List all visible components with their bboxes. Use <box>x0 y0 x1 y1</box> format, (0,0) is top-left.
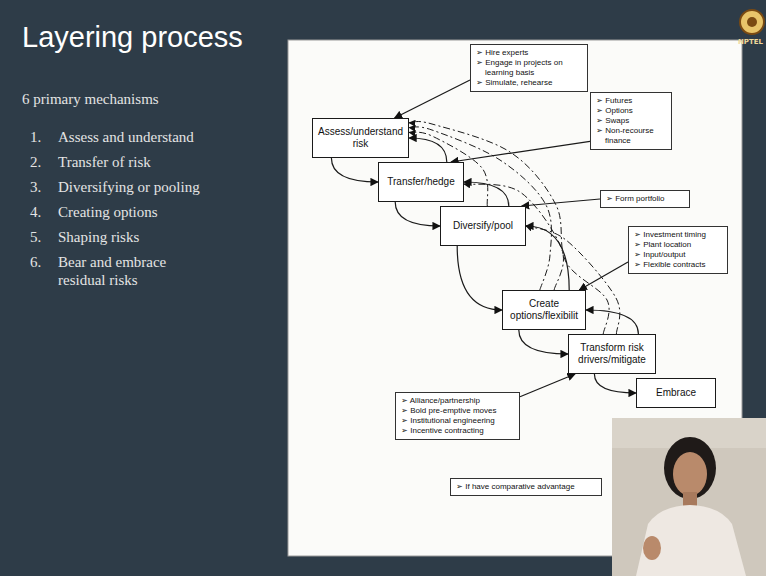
callout-box: ➢ Investment timing➢ Plant location➢ Inp… <box>628 226 728 274</box>
flow-arrow <box>409 138 447 162</box>
lecturer-hair <box>664 437 716 499</box>
lecturer-shirt <box>636 505 746 576</box>
list-item: Creating options <box>58 203 278 221</box>
lecturer-face <box>673 452 707 496</box>
list-number: 1. <box>30 128 56 146</box>
flow-arrow <box>464 182 509 206</box>
mechanism-box: Transfer/hedge <box>378 162 464 202</box>
box-text: ➢ Options <box>596 106 666 116</box>
list-number: 4. <box>30 203 56 221</box>
box-text: ➢ Swaps <box>596 116 666 126</box>
flow-arrow <box>451 141 590 162</box>
box-text: ➢ Input/output <box>634 250 722 260</box>
box-text: ➢ Simulate, rehearse <box>476 78 582 88</box>
flow-arrow <box>395 202 440 226</box>
box-text: ➢ If have comparative advantage <box>456 482 596 492</box>
mechanism-box: Embrace <box>636 378 716 408</box>
mechanism-box: Transform risk drivers/mitigate <box>568 334 656 374</box>
callout-box: ➢ Form portfolio <box>600 190 690 208</box>
list-number: 5. <box>30 228 56 246</box>
box-text: Transform risk drivers/mitigate <box>574 342 650 366</box>
callout-box: ➢ If have comparative advantage <box>450 478 602 496</box>
flow-arrow <box>457 246 502 310</box>
logo-centre <box>747 17 757 27</box>
box-text: Assess/understand risk <box>318 126 403 150</box>
callout-box: ➢ Hire experts➢ Engage in projects on le… <box>470 44 588 92</box>
diagram-panel <box>288 40 742 556</box>
feedback-arrow <box>409 127 551 290</box>
box-text: ➢ Futures <box>596 96 666 106</box>
box-text: ➢ Flexible contracts <box>634 260 722 270</box>
box-text: ➢ Engage in projects on learning basis <box>476 58 582 78</box>
box-text: Transfer/hedge <box>384 176 458 188</box>
lecturer-video <box>612 418 766 576</box>
video-background <box>612 418 766 576</box>
box-text: ➢ Institutional engineering <box>401 416 514 426</box>
flow-arrow <box>519 330 568 354</box>
flow-arrow <box>594 374 636 393</box>
box-text: ➢ Investment timing <box>634 230 722 240</box>
mechanism-box: Assess/understand risk <box>312 118 409 158</box>
lecturer-hand <box>643 536 661 560</box>
flow-arrow <box>331 158 378 182</box>
flow-arrow <box>586 310 638 334</box>
box-text: ➢ Hire experts <box>476 48 582 58</box>
logo-emblem <box>740 10 764 34</box>
list-item: Bear and embrace residual risks <box>58 253 208 289</box>
box-text: Diversify/pool <box>446 220 520 232</box>
flow-arrow <box>526 226 569 290</box>
flow-arrow <box>579 262 628 290</box>
list-number: 6. <box>30 253 56 271</box>
list-item: Transfer of risk <box>58 153 278 171</box>
box-text: Embrace <box>642 387 710 399</box>
list-item: Assess and understand <box>58 128 278 146</box>
box-text: ➢ Alliance/partnership <box>401 396 514 406</box>
list-number: 2. <box>30 153 56 171</box>
mechanism-box: Diversify/pool <box>440 206 526 246</box>
subtitle: 6 primary mechanisms <box>22 90 282 108</box>
list-item: Diversifying or pooling <box>58 178 278 196</box>
box-text: Create options/flexibilit <box>508 298 580 322</box>
box-text: ➢ Form portfolio <box>606 194 684 204</box>
feedback-arrow <box>409 122 609 334</box>
box-text: ➢ Plant location <box>634 240 722 250</box>
callout-box: ➢ Alliance/partnership➢ Bold pre-emptive… <box>395 392 520 440</box>
list-number: 3. <box>30 178 56 196</box>
slide-title: Layering process <box>22 22 243 54</box>
box-text: ➢ Incentive contracting <box>401 426 514 436</box>
box-text: ➢ Bold pre-emptive moves <box>401 406 514 416</box>
mechanism-box: Create options/flexibilit <box>502 290 586 330</box>
flow-arrow <box>395 80 471 118</box>
flow-arrow <box>520 374 575 397</box>
box-text: ➢ Non-recourse finance <box>596 126 666 146</box>
callout-box: ➢ Futures➢ Options➢ Swaps➢ Non-recourse … <box>590 92 672 150</box>
logo-text: NPTEL <box>738 38 763 46</box>
list-item: Shaping risks <box>58 228 278 246</box>
